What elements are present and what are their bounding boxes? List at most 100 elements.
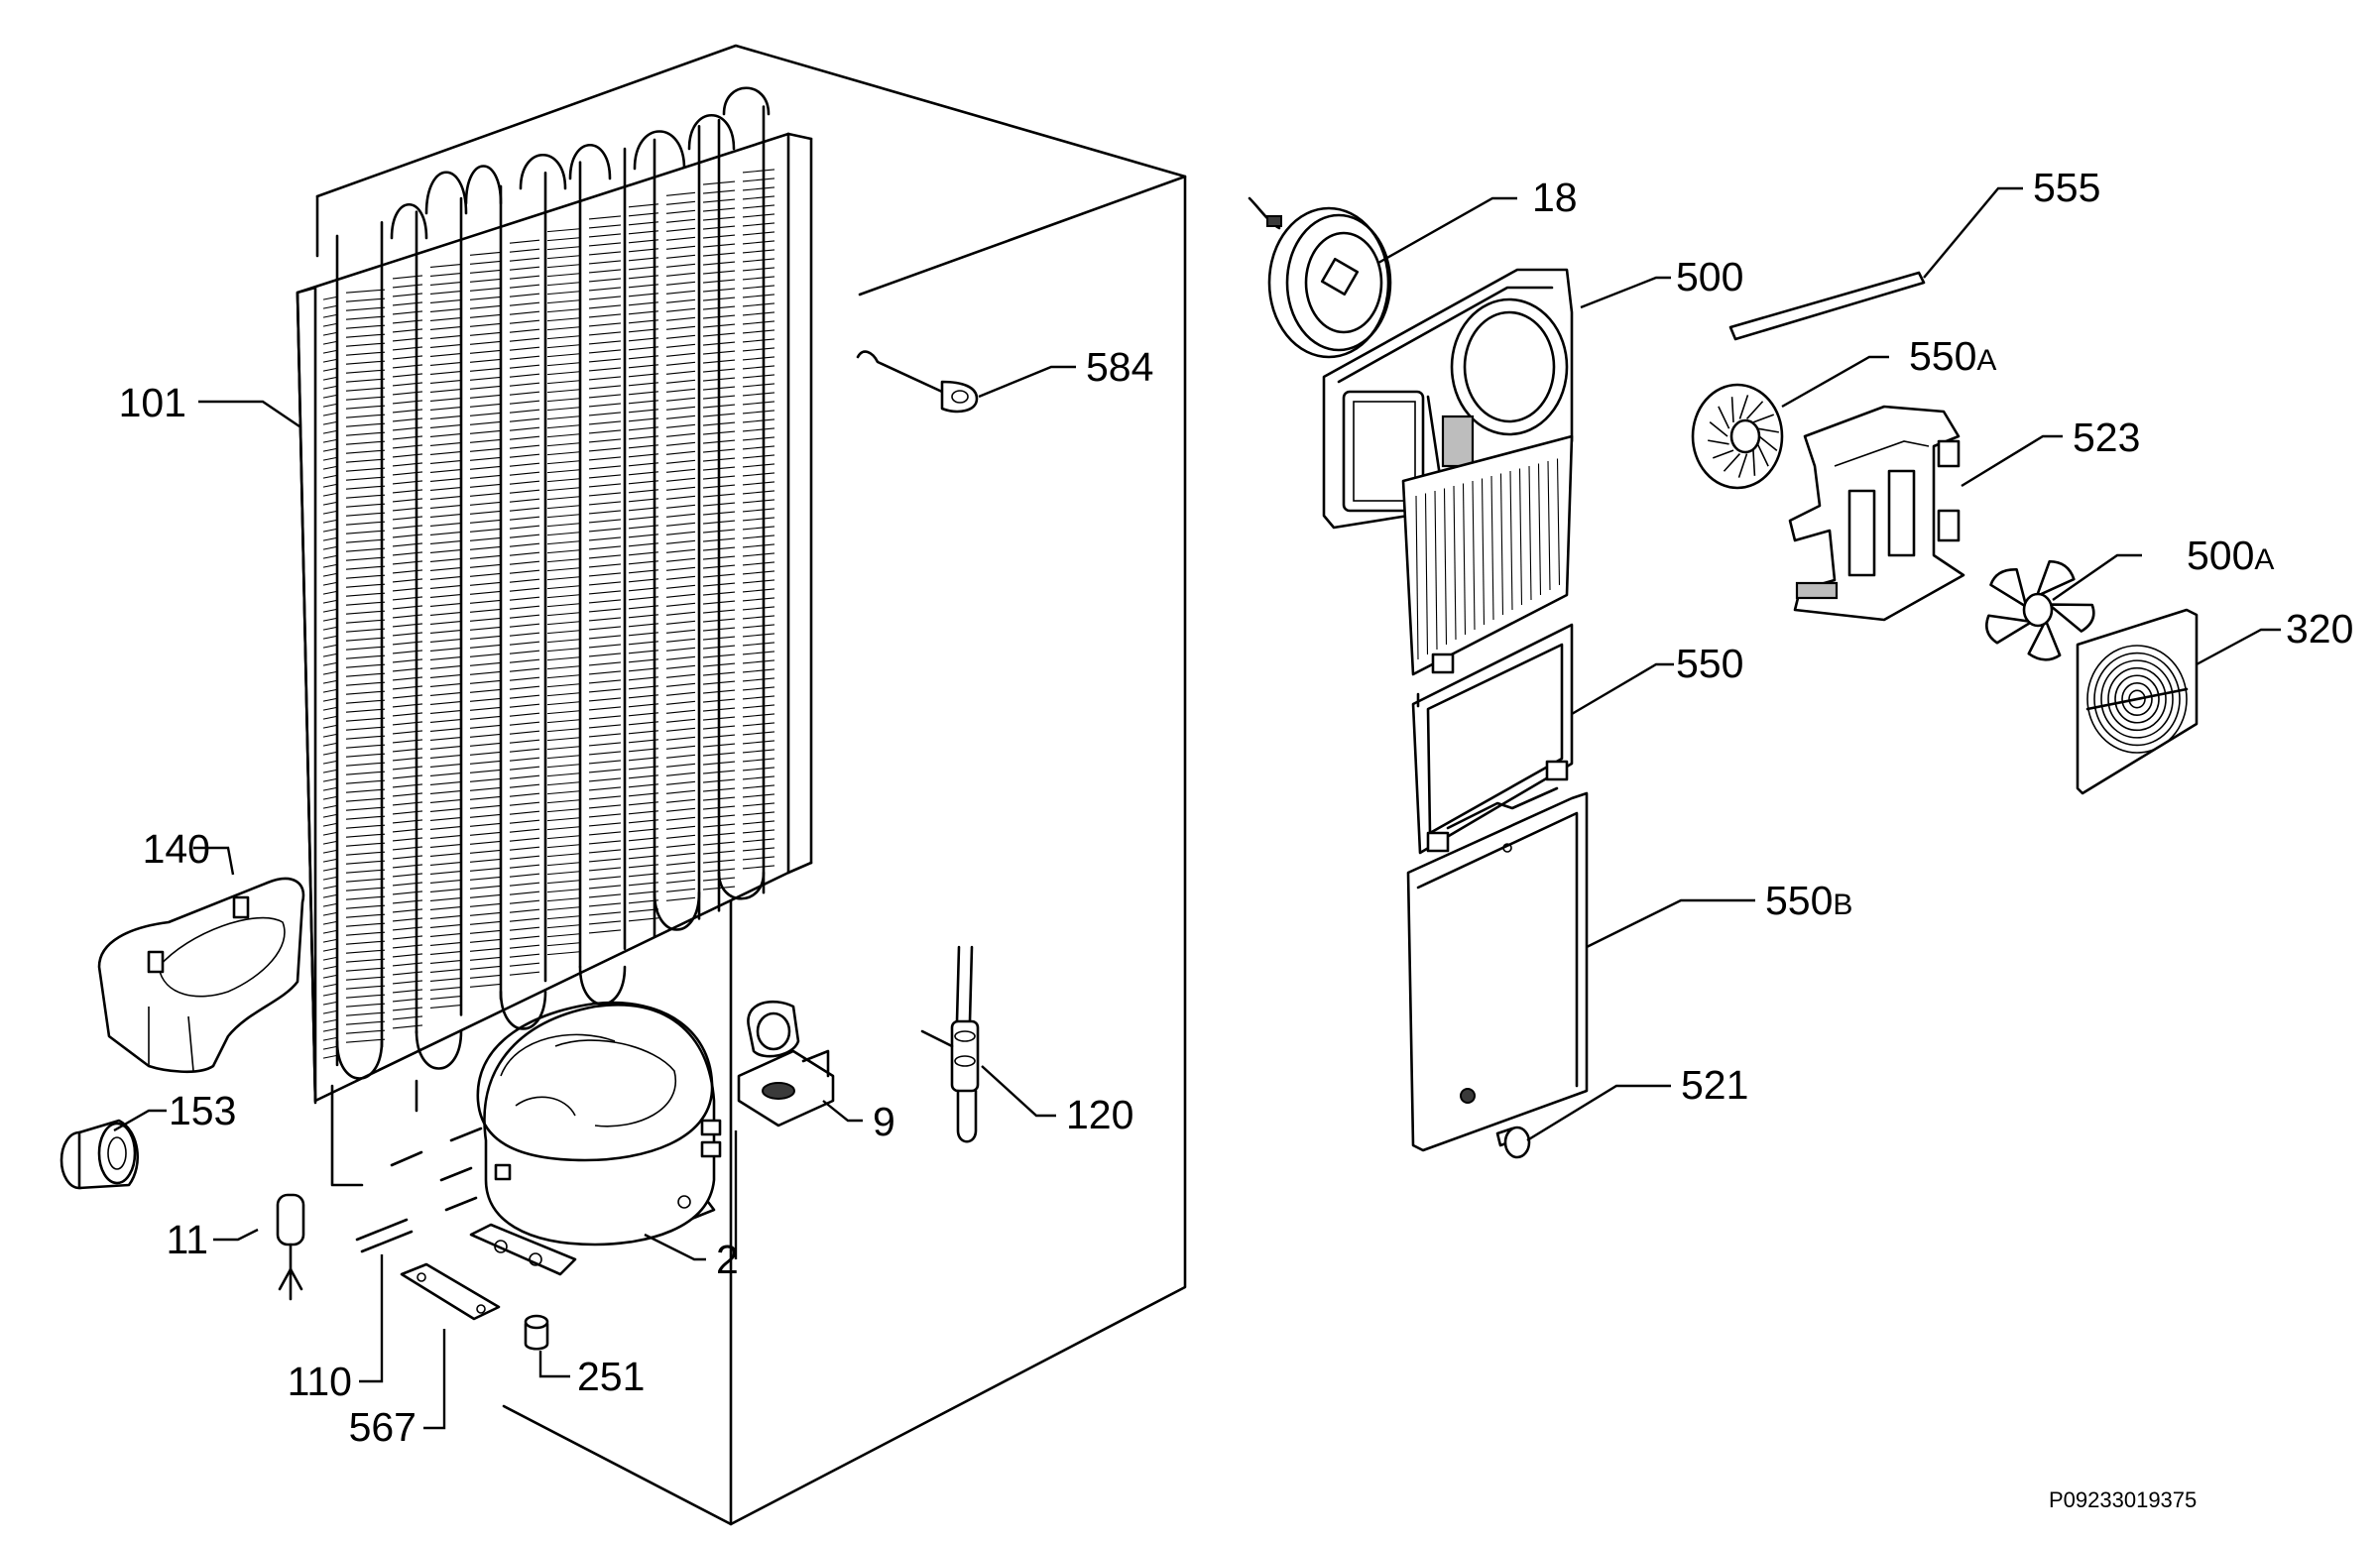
fin-line <box>322 1054 339 1059</box>
fin-line <box>469 742 503 747</box>
fin-line <box>742 436 775 441</box>
fin-line <box>322 1001 339 1006</box>
fin-line <box>546 567 582 572</box>
fin-line <box>345 405 386 410</box>
fin-line <box>345 476 386 481</box>
fin-line <box>429 977 463 982</box>
fin-line <box>469 679 503 684</box>
fin-line <box>322 447 339 452</box>
fin-line <box>429 406 463 411</box>
fin-line <box>546 407 582 412</box>
fin-line <box>429 789 463 794</box>
fin-line <box>322 902 339 907</box>
fin-line <box>588 769 622 773</box>
fin-line <box>588 385 622 390</box>
fin-line <box>429 879 463 884</box>
fin-line <box>665 477 696 482</box>
fin-line <box>665 575 696 580</box>
fin-line <box>742 731 775 736</box>
fin-line <box>429 754 463 759</box>
fin-line <box>509 748 540 753</box>
fin-line <box>322 822 339 827</box>
fin-line <box>345 672 386 677</box>
fin-line <box>665 593 696 598</box>
fin-line <box>509 926 540 931</box>
fin-line <box>469 813 503 818</box>
fin-line <box>742 856 775 861</box>
fin-line <box>546 424 582 429</box>
fin-line <box>588 349 622 354</box>
fin-line <box>345 851 386 856</box>
fin-line <box>345 556 386 561</box>
fin-line <box>345 458 386 463</box>
fin-line <box>345 762 386 767</box>
fin-line <box>742 258 775 263</box>
fin-line <box>469 626 503 631</box>
evap-fin <box>1547 460 1551 591</box>
evap-fin <box>1472 480 1476 631</box>
fin-line <box>509 614 540 619</box>
fin-line <box>546 906 582 911</box>
fin-line <box>429 557 463 562</box>
fin-line <box>546 415 582 420</box>
fin-line <box>509 453 540 458</box>
fin-line <box>429 468 463 473</box>
fin-line <box>509 355 540 360</box>
fin-line <box>322 769 339 773</box>
fin-line <box>546 540 582 545</box>
fin-line <box>546 656 582 661</box>
fin-line <box>588 394 622 399</box>
grille-320-spiral <box>2085 645 2189 754</box>
fin-line <box>345 771 386 775</box>
fin-line <box>509 837 540 842</box>
fin-line <box>345 985 386 990</box>
fin-line <box>429 593 463 598</box>
fin-line <box>345 422 386 427</box>
fin-line <box>588 456 622 461</box>
fin-line <box>509 400 540 405</box>
fin-line <box>665 602 696 607</box>
fin-line <box>345 646 386 651</box>
fin-line <box>665 361 696 366</box>
label-140: 140 <box>143 826 210 872</box>
fin-line <box>429 959 463 964</box>
fin-line <box>345 869 386 874</box>
fin-line <box>345 538 386 543</box>
label-550: 550 <box>1676 641 1743 686</box>
evap-fin <box>1490 475 1494 621</box>
fin-line <box>429 486 463 491</box>
fin-line <box>429 290 463 295</box>
label-584: 584 <box>1086 344 1153 390</box>
fin-line <box>665 647 696 652</box>
grille-ring <box>2121 681 2153 716</box>
fin-line <box>546 317 582 322</box>
grille-ring <box>2086 645 2188 754</box>
fin-line <box>742 865 775 870</box>
fin-line <box>546 764 582 769</box>
fin-line <box>588 849 622 854</box>
fin-line <box>546 889 582 893</box>
fin-line <box>742 365 775 370</box>
fin-line <box>469 769 503 773</box>
fin-line <box>469 965 503 970</box>
fin-line <box>742 775 775 780</box>
fin-line <box>345 431 386 436</box>
fin-line <box>322 777 339 782</box>
fin-line <box>469 394 503 399</box>
fin-line <box>429 673 463 678</box>
fin-line <box>469 581 503 586</box>
fin-line <box>665 566 696 571</box>
fan-housing-18 <box>1248 196 1392 359</box>
fin-line <box>588 510 622 515</box>
fin-line <box>509 694 540 699</box>
fin-line <box>742 311 775 316</box>
fin-line <box>546 639 582 644</box>
fin-line <box>588 554 622 559</box>
fin-line <box>546 817 582 822</box>
fin-line <box>546 924 582 929</box>
fin-line <box>509 801 540 806</box>
fin-line <box>345 663 386 668</box>
fin-line <box>509 471 540 476</box>
fin-line <box>345 797 386 802</box>
vane <box>1737 453 1748 478</box>
